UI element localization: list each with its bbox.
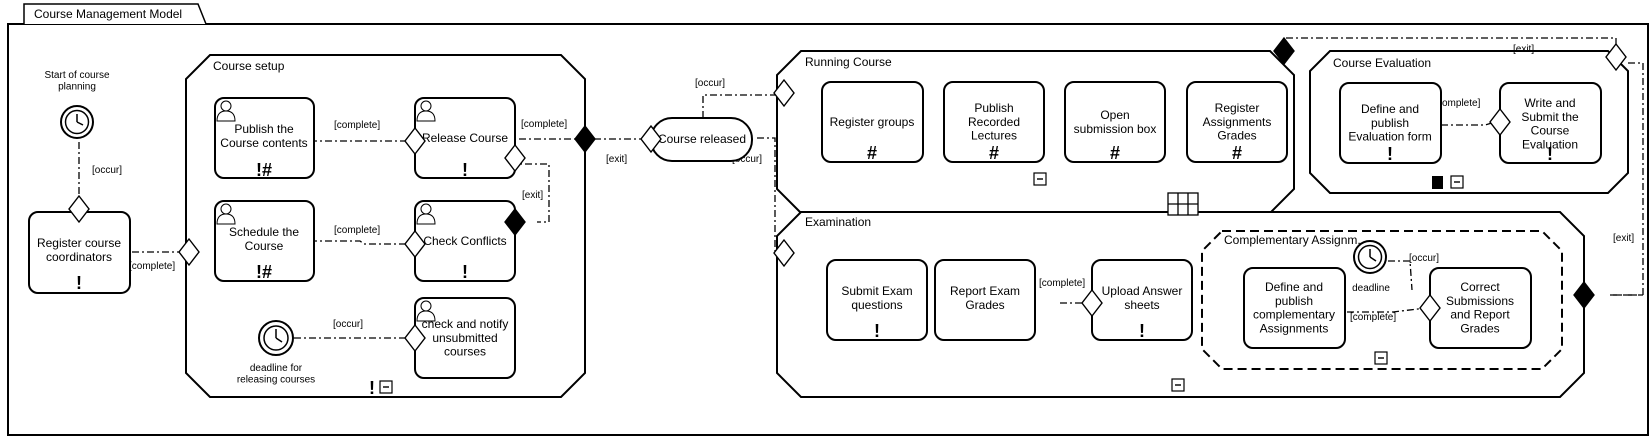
model-title-tab: [23, 3, 207, 25]
task-define-evaluation[interactable]: [1339, 82, 1442, 164]
label-exit-check: [exit]: [522, 190, 543, 201]
task-publish-contents[interactable]: [214, 97, 315, 179]
entry-sentry-course-evaluation[interactable]: [1605, 42, 1627, 72]
task-define-complementary[interactable]: [1243, 267, 1346, 349]
task-report-exam[interactable]: [934, 259, 1036, 341]
label-occur-deadline: [occur]: [333, 319, 363, 330]
label-occur-complementary: [occur]: [1409, 253, 1439, 264]
exit-sentry-examination[interactable]: [1573, 280, 1595, 310]
entry-sentry-examination[interactable]: [773, 238, 795, 268]
entry-sentry-upload-answers[interactable]: [1081, 288, 1103, 318]
task-open-submission-marker: #: [1110, 143, 1120, 163]
entry-sentry-check-conflicts[interactable]: [404, 229, 426, 259]
task-open-submission[interactable]: [1064, 81, 1166, 163]
person-icon-publish: [216, 100, 236, 122]
model-title: Course Management Model: [34, 7, 182, 21]
stage-course-setup-required-marker: !: [369, 378, 375, 398]
stage-course-evaluation-title: Course Evaluation: [1333, 56, 1431, 70]
deadline-releasing-timer-event[interactable]: [258, 320, 294, 356]
entry-sentry-check-notify[interactable]: [404, 323, 426, 353]
exit-sentry-running-course[interactable]: [1273, 36, 1295, 66]
task-check-conflicts-label: Check Conflicts: [423, 234, 506, 248]
label-exit-setup: [exit]: [606, 154, 627, 165]
entry-sentry-course-setup[interactable]: [178, 237, 200, 267]
entry-sentry-course-released[interactable]: [640, 124, 662, 154]
task-register-grades-marker: #: [1232, 143, 1242, 163]
label-complete-evaluation: complete]: [1437, 98, 1481, 109]
label-complete-publish: [complete]: [334, 120, 380, 131]
task-release-course-label: Release Course: [422, 131, 508, 145]
milestone-course-released-label: Course released: [658, 132, 746, 146]
label-complete-schedule: [complete]: [334, 225, 380, 236]
entry-sentry-write-evaluation[interactable]: [1489, 107, 1511, 137]
task-write-evaluation-marker: !: [1547, 144, 1553, 164]
task-register-coordinators-marker: !: [76, 273, 82, 293]
task-check-conflicts-marker: !: [462, 262, 468, 282]
task-upload-answers-marker: !: [1139, 321, 1145, 341]
entry-sentry-running-course[interactable]: [773, 78, 795, 108]
label-occur-running: [occur]: [695, 78, 725, 89]
task-schedule-course-marker: !#: [256, 262, 272, 282]
task-publish-lectures[interactable]: [943, 81, 1045, 163]
entry-sentry-correct-submissions[interactable]: [1419, 293, 1441, 323]
task-register-groups-label: Register groups: [830, 115, 915, 129]
entry-sentry-register[interactable]: [68, 194, 90, 224]
task-publish-contents-marker: !#: [256, 160, 272, 180]
person-icon-release: [416, 100, 436, 122]
person-icon-check-conflicts: [416, 203, 436, 225]
planning-table-icon[interactable]: [1167, 192, 1199, 216]
label-occur-start: [occur]: [92, 165, 122, 176]
label-exit-right: [exit]: [1613, 233, 1634, 244]
task-submit-exam[interactable]: [826, 259, 928, 341]
entry-sentry-release[interactable]: [404, 126, 426, 156]
deadline-timer-event[interactable]: [1353, 240, 1387, 274]
task-register-grades[interactable]: [1186, 81, 1288, 163]
start-timer-event[interactable]: [60, 105, 94, 139]
label-exit-top: [exit]: [1513, 44, 1534, 55]
exit-sentry-release[interactable]: [504, 143, 526, 173]
exit-sentry-course-setup[interactable]: [574, 124, 596, 154]
label-complete-report: [complete]: [1039, 278, 1085, 289]
stage-running-course-title: Running Course: [805, 55, 892, 69]
person-icon-check-notify: [416, 300, 436, 322]
task-define-evaluation-marker: !: [1387, 144, 1393, 164]
task-register-groups-marker: #: [867, 143, 877, 163]
task-register-groups[interactable]: [821, 81, 924, 163]
person-icon-schedule: [216, 203, 236, 225]
label-complete-define: [complete]: [1350, 312, 1396, 323]
deadline-timer-label: deadline: [1352, 283, 1390, 294]
task-publish-lectures-marker: #: [989, 143, 999, 163]
label-occur-exam: [occur]: [732, 154, 762, 165]
task-release-course-marker: !: [462, 160, 468, 180]
task-submit-exam-marker: !: [874, 321, 880, 341]
exit-sentry-check-conflicts[interactable]: [504, 207, 526, 237]
label-complete-register: [complete]: [129, 261, 175, 272]
task-schedule-course[interactable]: [214, 200, 315, 282]
label-complete-release: [complete]: [521, 119, 567, 130]
stage-examination-title: Examination: [805, 215, 871, 229]
stage-course-setup-title: Course setup: [213, 59, 285, 73]
stage-course-evaluation-autocomplete-icon: [1432, 176, 1443, 189]
stage-complementary-title: Complementary Assignm...: [1224, 233, 1367, 247]
